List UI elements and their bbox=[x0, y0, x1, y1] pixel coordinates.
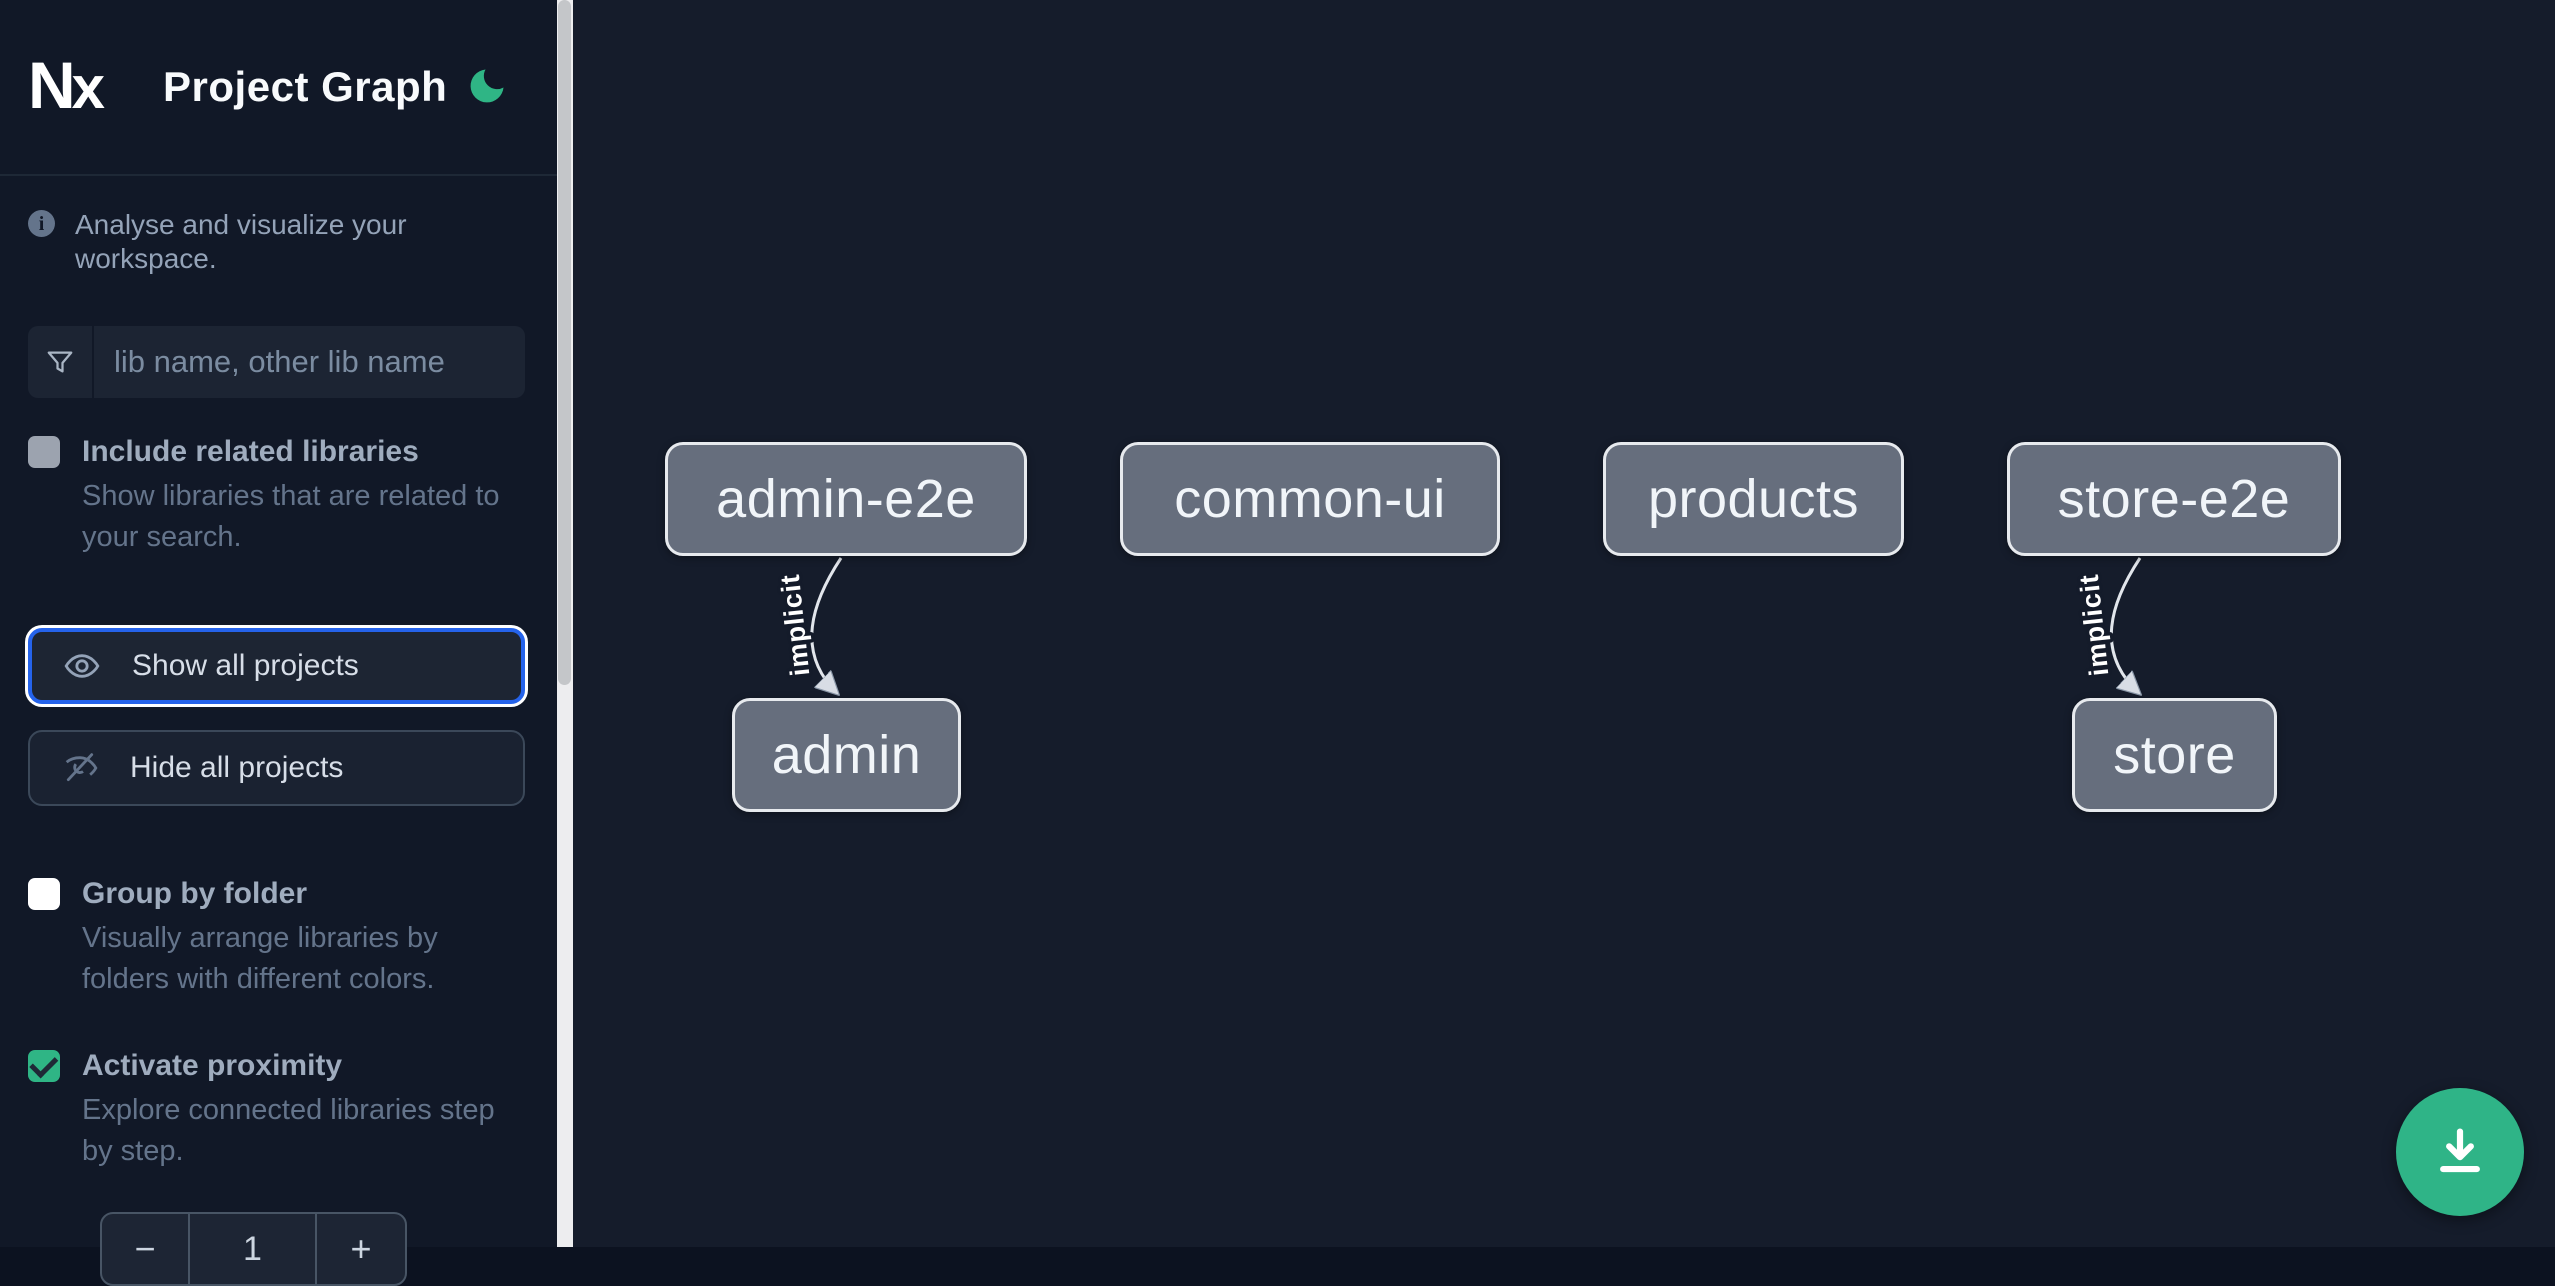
edge-admin-e2e-to-admin bbox=[810, 557, 843, 693]
filter-input-group bbox=[28, 326, 525, 398]
theme-toggle-button[interactable] bbox=[459, 59, 515, 115]
sidebar-body: i Analyse and visualize your workspace. … bbox=[0, 208, 557, 1286]
nx-logo: Nx bbox=[28, 48, 105, 122]
download-graph-button[interactable] bbox=[2396, 1088, 2524, 1216]
graph-node-admin-e2e[interactable]: admin-e2e bbox=[665, 442, 1027, 556]
tagline-text: Analyse and visualize your workspace. bbox=[75, 209, 407, 274]
tagline-row: i Analyse and visualize your workspace. bbox=[28, 208, 529, 276]
graph-edges: implicit implicit bbox=[774, 557, 2555, 1247]
moon-icon bbox=[465, 64, 509, 111]
graph-node-store-e2e[interactable]: store-e2e bbox=[2007, 442, 2341, 556]
sidebar: Nx Project Graph i Analyse and visualize… bbox=[0, 0, 573, 1286]
sidebar-scrollbar bbox=[557, 0, 573, 1247]
group-by-folder-checkbox[interactable] bbox=[28, 878, 60, 910]
edge-label: implicit bbox=[775, 572, 816, 677]
graph-layer: implicit implicit admin-e2e common-ui produ… bbox=[665, 442, 2555, 1247]
option-label: Include related libraries bbox=[82, 435, 419, 468]
option-group-by-folder: Group by folder Visually arrange librari… bbox=[28, 876, 529, 1000]
show-all-projects-label: Show all projects bbox=[132, 649, 359, 682]
hide-all-projects-button[interactable]: Hide all projects bbox=[28, 730, 525, 806]
hide-all-projects-label: Hide all projects bbox=[130, 751, 344, 784]
graph-node-common-ui[interactable]: common-ui bbox=[1120, 442, 1500, 556]
eye-off-icon bbox=[60, 748, 100, 788]
graph-canvas[interactable] bbox=[573, 0, 2555, 1247]
edge-store-e2e-to-store bbox=[2109, 557, 2140, 693]
graph-node-products[interactable]: products bbox=[1603, 442, 1904, 556]
option-description: Visually arrange libraries by folders wi… bbox=[82, 922, 438, 995]
funnel-icon bbox=[28, 326, 94, 398]
info-icon: i bbox=[28, 210, 55, 237]
download-icon bbox=[2429, 1120, 2491, 1185]
show-all-projects-button[interactable]: Show all projects bbox=[28, 628, 525, 704]
include-related-checkbox[interactable] bbox=[28, 436, 60, 468]
graph-node-store[interactable]: store bbox=[2072, 698, 2277, 812]
option-include-related-libraries: Include related libraries Show libraries… bbox=[28, 434, 529, 558]
sidebar-header: Nx Project Graph bbox=[0, 0, 557, 176]
edge-label: implicit bbox=[2074, 572, 2115, 677]
option-description: Explore connected libraries step by step… bbox=[82, 1094, 495, 1167]
option-label: Activate proximity bbox=[82, 1049, 343, 1082]
option-label: Group by folder bbox=[82, 877, 307, 910]
option-description: Show libraries that are related to your … bbox=[82, 480, 500, 553]
option-activate-proximity: Activate proximity Explore connected lib… bbox=[28, 1048, 529, 1172]
filter-input[interactable] bbox=[94, 326, 525, 398]
eye-icon bbox=[62, 646, 102, 686]
scrollbar-thumb[interactable] bbox=[558, 0, 571, 685]
graph-node-admin[interactable]: admin bbox=[732, 698, 961, 812]
page-title: Project Graph bbox=[163, 63, 448, 110]
activate-proximity-checkbox[interactable] bbox=[28, 1049, 60, 1082]
